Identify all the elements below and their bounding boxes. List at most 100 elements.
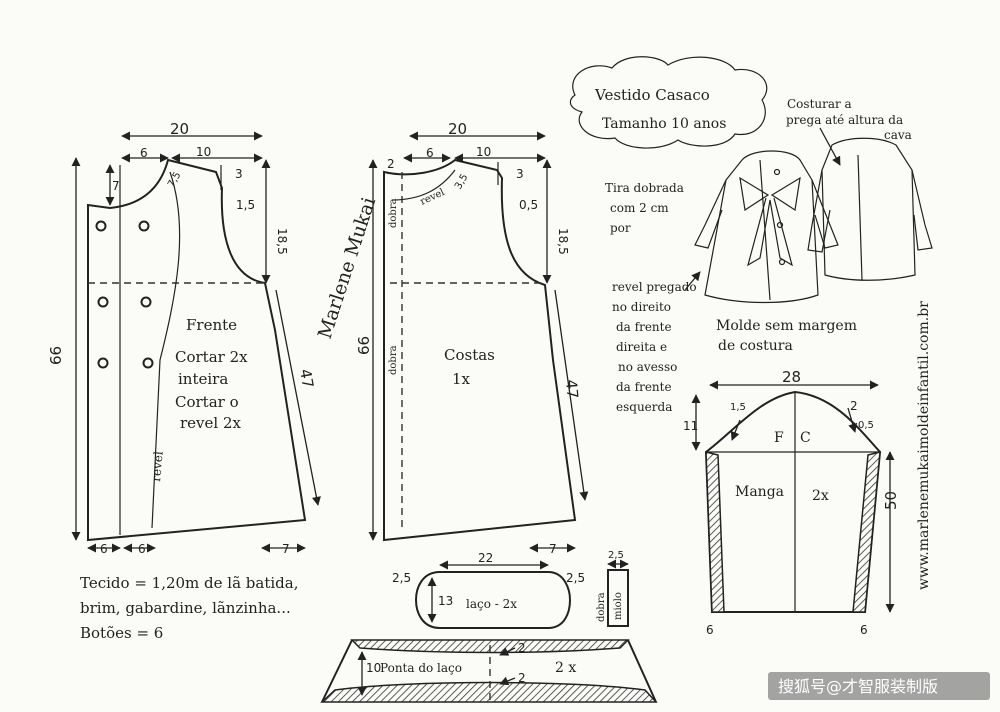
garment-sketch-back (807, 137, 933, 281)
sew-note-1: Costurar a (787, 97, 852, 111)
sleeve-cap-side-label: 0,5 (858, 420, 874, 431)
front-shoulder-width-label: 10 (196, 145, 211, 159)
back-armhole-height-label: 18,5 (556, 228, 570, 255)
front-length-label: 66 (47, 346, 65, 365)
front-label-3: inteira (178, 370, 228, 388)
front-piece: 20 6 10 7 7,5 3 1,5 18,5 66 47 6 6 7 Fre… (47, 120, 321, 556)
front-label-5: revel 2x (180, 414, 242, 432)
fabric-line-1: Tecido = 1,20m de lã batida, (80, 574, 298, 592)
bow-tail-bottom-hatch (320, 681, 658, 703)
front-armhole-curve-label: 1,5 (236, 198, 255, 212)
bow-piece: 22 2,5 2,5 13 laço - 2x (392, 551, 585, 629)
bow-outline (414, 571, 572, 629)
bow-tail-sides (321, 639, 657, 703)
fabric-notes: Tecido = 1,20m de lã batida, brim, gabar… (80, 574, 298, 642)
back-neck-curve-label: 3,5 (453, 172, 470, 191)
sew-note-2: prega até altura da (786, 113, 903, 127)
front-shoulder-drop-label: 3 (235, 167, 243, 181)
sleeve-cuff-right-label: 6 (860, 623, 868, 637)
front-hem-right-label: 7 (282, 542, 290, 556)
designer-signature: Marlene Mukai (314, 195, 380, 342)
center-label: miolo (613, 592, 624, 620)
button-icon (97, 357, 109, 369)
button-icon (142, 357, 154, 369)
front-armhole-height-label: 18,5 (275, 228, 289, 255)
center-width-label: 2,5 (608, 550, 624, 561)
bow-width-label: 22 (478, 551, 493, 565)
bow-right-radius-label: 2,5 (566, 571, 585, 585)
front-revel-line (151, 171, 181, 529)
back-shoulder-width-label: 10 (476, 145, 491, 159)
front-revel-label: revel (149, 450, 166, 482)
front-neck-curve-label: 7,5 (166, 170, 183, 189)
revel-note-2: no direito (612, 300, 671, 314)
sleeve-cap-height-label: 11 (683, 419, 698, 433)
title-cloud-outline (569, 56, 768, 149)
back-length-label: 66 (355, 336, 373, 355)
back-side-label: 47 (562, 379, 582, 400)
sleeve-outline (704, 390, 882, 613)
website-url: www.marlenemukaimoldeinfantil.com.br (916, 301, 932, 590)
sleeve-length-label: 50 (882, 491, 900, 510)
notes: Costurar a prega até altura da cava Tira… (605, 97, 912, 414)
fabric-line-3: Botões = 6 (80, 624, 163, 642)
front-label-1: Frente (186, 316, 237, 334)
sleeve-cuff-right (852, 451, 881, 613)
bow-tail-piece: 10 Ponta do laço 2 2 2 x (320, 639, 658, 703)
center-outline (607, 569, 629, 627)
back-revel-line (391, 169, 456, 201)
back-piece: 20 2 6 10 3,5 3 0,5 18,5 66 47 7 dobra d… (355, 120, 589, 556)
watermark-bg (768, 672, 990, 700)
button-icon (138, 220, 150, 232)
back-neck-width-label: 6 (426, 146, 434, 160)
front-neck-width-label: 6 (140, 146, 148, 160)
revel-note-1: revel pregado (612, 280, 697, 294)
watermark-text: 搜狐号@才智服装制版 (778, 677, 938, 696)
bow-label: laço - 2x (466, 597, 517, 611)
back-corner-label: 2 (387, 157, 395, 171)
sleeve-front-mark: F (774, 430, 784, 446)
front-outline (87, 158, 307, 542)
bow-tail-count: 2 x (555, 660, 576, 676)
seam-note-1: Molde sem margem (716, 318, 857, 334)
garment-sketch-front (694, 150, 839, 304)
title-cloud: Vestido Casaco Tamanho 10 anos (569, 56, 768, 149)
sleeve-cap-right-label: 2 (850, 399, 858, 413)
revel-note-3: da frente (616, 320, 672, 334)
back-armhole-curve-label: 0,5 (519, 198, 538, 212)
back-width-label: 20 (448, 120, 467, 138)
front-hem-left-label: 6 (100, 542, 108, 556)
sleeve-label-right: 2x (812, 488, 829, 504)
sleeve-label-left: Manga (735, 484, 784, 500)
front-neck-drop-label: 7 (112, 179, 120, 193)
bow-tail-offset-bottom: 2 (518, 671, 526, 685)
back-label-2: 1x (452, 370, 471, 388)
sleeve-back-mark: C (800, 430, 811, 446)
sleeve-cuff-left (705, 451, 725, 613)
back-hem-right-label: 7 (549, 542, 557, 556)
bow-left-radius-label: 2,5 (392, 571, 411, 585)
revel-note-7: esquerda (616, 400, 672, 414)
revel-note-5: no avesso (618, 360, 677, 374)
fabric-line-2: brim, gabardine, lãnzinha... (80, 599, 291, 617)
watermark: 搜狐号@才智服装制版 (768, 672, 990, 700)
front-buttons (95, 220, 154, 369)
back-label-1: Costas (444, 346, 495, 364)
title-line-1: Vestido Casaco (594, 86, 710, 104)
back-fold-top-label: dobra (388, 198, 399, 228)
back-fold-mid-label: dobra (388, 345, 399, 375)
sleeve-cuff-left-label: 6 (706, 623, 714, 637)
front-hem-mid-label: 6 (138, 542, 146, 556)
tira-note-3: por (610, 221, 631, 235)
tira-note-1: Tira dobrada (605, 181, 684, 195)
bow-tail-label: Ponta do laço (380, 661, 462, 675)
sleeve-width-label: 28 (782, 368, 801, 386)
back-shoulder-drop-label: 3 (516, 167, 524, 181)
sew-note-3: cava (884, 128, 912, 142)
center-piece: 2,5 dobra miolo (596, 550, 629, 627)
back-outline (383, 158, 577, 542)
button-icon (97, 296, 109, 308)
sleeve-piece: 28 1,5 2 11 0,5 50 6 6 F C Manga 2x (683, 368, 900, 637)
front-label-4: Cortar o (175, 393, 239, 411)
front-width-label: 20 (170, 120, 189, 138)
